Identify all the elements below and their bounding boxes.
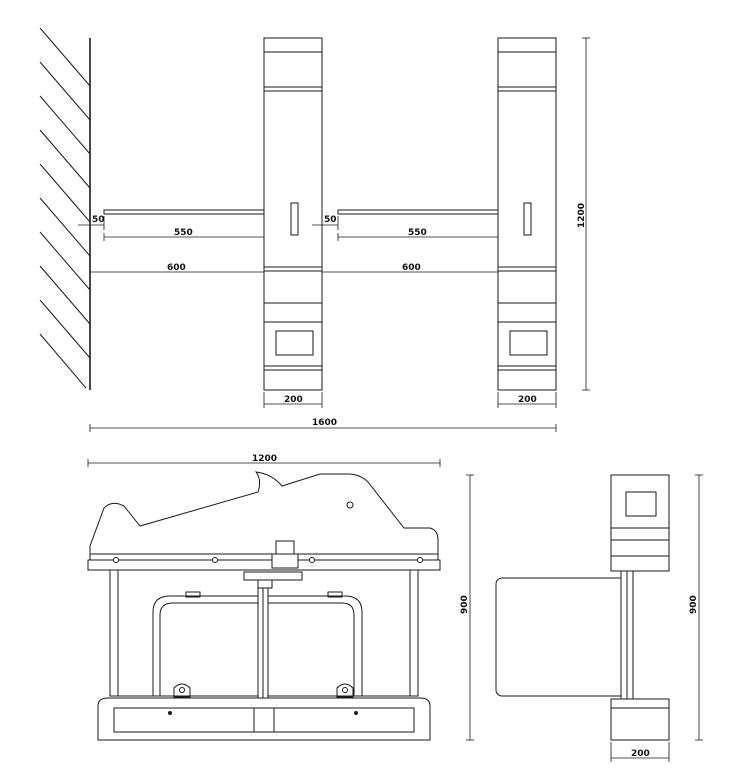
dimension-pitch-left: 600 [89, 263, 264, 276]
dim-label-200-left-post: 200 [284, 395, 303, 405]
dim-label-50-left: 50 [92, 215, 105, 225]
dimension-post-width-right: 200 [497, 392, 557, 408]
wall-hatching [39, 27, 91, 390]
front-top-cover [89, 471, 439, 567]
dimension-post-height: 1200 [577, 37, 590, 391]
plan-view: 50 550 600 50 550 [39, 27, 590, 432]
dimension-side-width: 200 [610, 742, 670, 762]
left-display-screen [275, 330, 314, 356]
right-arm [337, 209, 499, 215]
side-arm [495, 577, 627, 697]
dim-label-200-side: 200 [631, 749, 650, 759]
right-display-screen [509, 330, 548, 356]
dim-label-600-left: 600 [167, 263, 186, 273]
dimension-arm-length-right: 550 [337, 228, 499, 241]
dim-label-900-side: 900 [689, 595, 699, 614]
left-post [263, 37, 323, 391]
dim-label-1200-front: 1200 [252, 454, 277, 464]
dimension-arm-offset-right: 50 [312, 215, 339, 230]
front-view: 1200 [87, 454, 474, 741]
dim-label-1200-vertical: 1200 [577, 203, 587, 228]
left-arm [103, 209, 265, 215]
dimension-front-height: 900 [460, 474, 474, 741]
dim-label-200-right-post: 200 [518, 395, 537, 405]
dim-label-900-front: 900 [460, 595, 470, 614]
dimension-pitch-right: 600 [322, 263, 498, 273]
dimension-arm-offset-left: 50 [78, 215, 105, 230]
dim-label-550-left: 550 [174, 228, 193, 238]
side-display-screen [625, 491, 657, 517]
front-base [97, 697, 431, 741]
dim-label-600-right: 600 [402, 263, 421, 273]
dim-label-1600: 1600 [312, 418, 337, 428]
dimension-total-width: 1600 [89, 418, 557, 432]
dimension-arm-length-left: 550 [103, 228, 265, 241]
dimension-side-height: 900 [689, 474, 703, 741]
dimension-post-width-left: 200 [263, 392, 323, 408]
dim-label-50-right: 50 [324, 215, 337, 225]
dim-label-550-right: 550 [408, 228, 427, 238]
right-post [497, 37, 557, 391]
side-view: 900 200 [495, 474, 703, 762]
dimension-front-width: 1200 [87, 454, 441, 467]
